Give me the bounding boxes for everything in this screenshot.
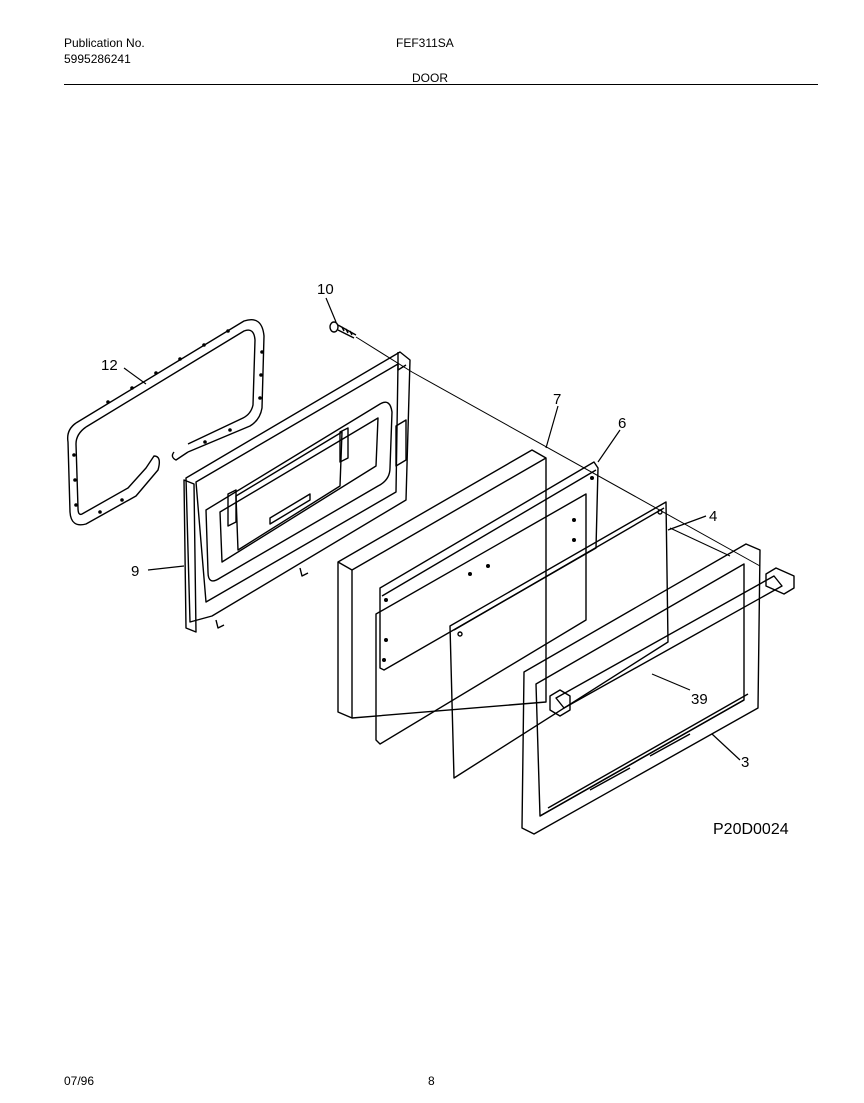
door-frame-part — [521, 543, 761, 835]
inner-door-panel-part — [183, 351, 411, 633]
door-gasket-part — [66, 318, 265, 526]
page-number: 8 — [428, 1074, 435, 1088]
model-number: FEF311SA — [396, 36, 454, 50]
callout-6: 6 — [618, 415, 626, 432]
revision-date: 07/96 — [64, 1074, 95, 1088]
callout-3: 3 — [741, 754, 749, 771]
leader-lines — [123, 297, 741, 761]
screw-part — [329, 321, 357, 339]
section-title: DOOR — [412, 71, 448, 85]
header-rule — [64, 84, 818, 85]
callout-12: 12 — [101, 357, 118, 374]
callout-9: 9 — [131, 563, 139, 580]
publication-number: 5995286241 — [64, 52, 131, 66]
door-liner-part — [375, 461, 599, 745]
reference-lines — [355, 336, 761, 567]
callout-10: 10 — [317, 281, 334, 298]
callout-39: 39 — [691, 691, 708, 708]
liner-holes — [382, 476, 594, 662]
gasket-clips — [72, 329, 264, 514]
door-handle-part — [549, 567, 795, 717]
insulation-part — [337, 449, 547, 719]
callout-7: 7 — [553, 391, 561, 408]
glass-part — [449, 501, 669, 779]
callout-4: 4 — [709, 508, 717, 525]
drawing-code: P20D0024 — [713, 821, 789, 838]
publication-label: Publication No. — [64, 36, 145, 50]
